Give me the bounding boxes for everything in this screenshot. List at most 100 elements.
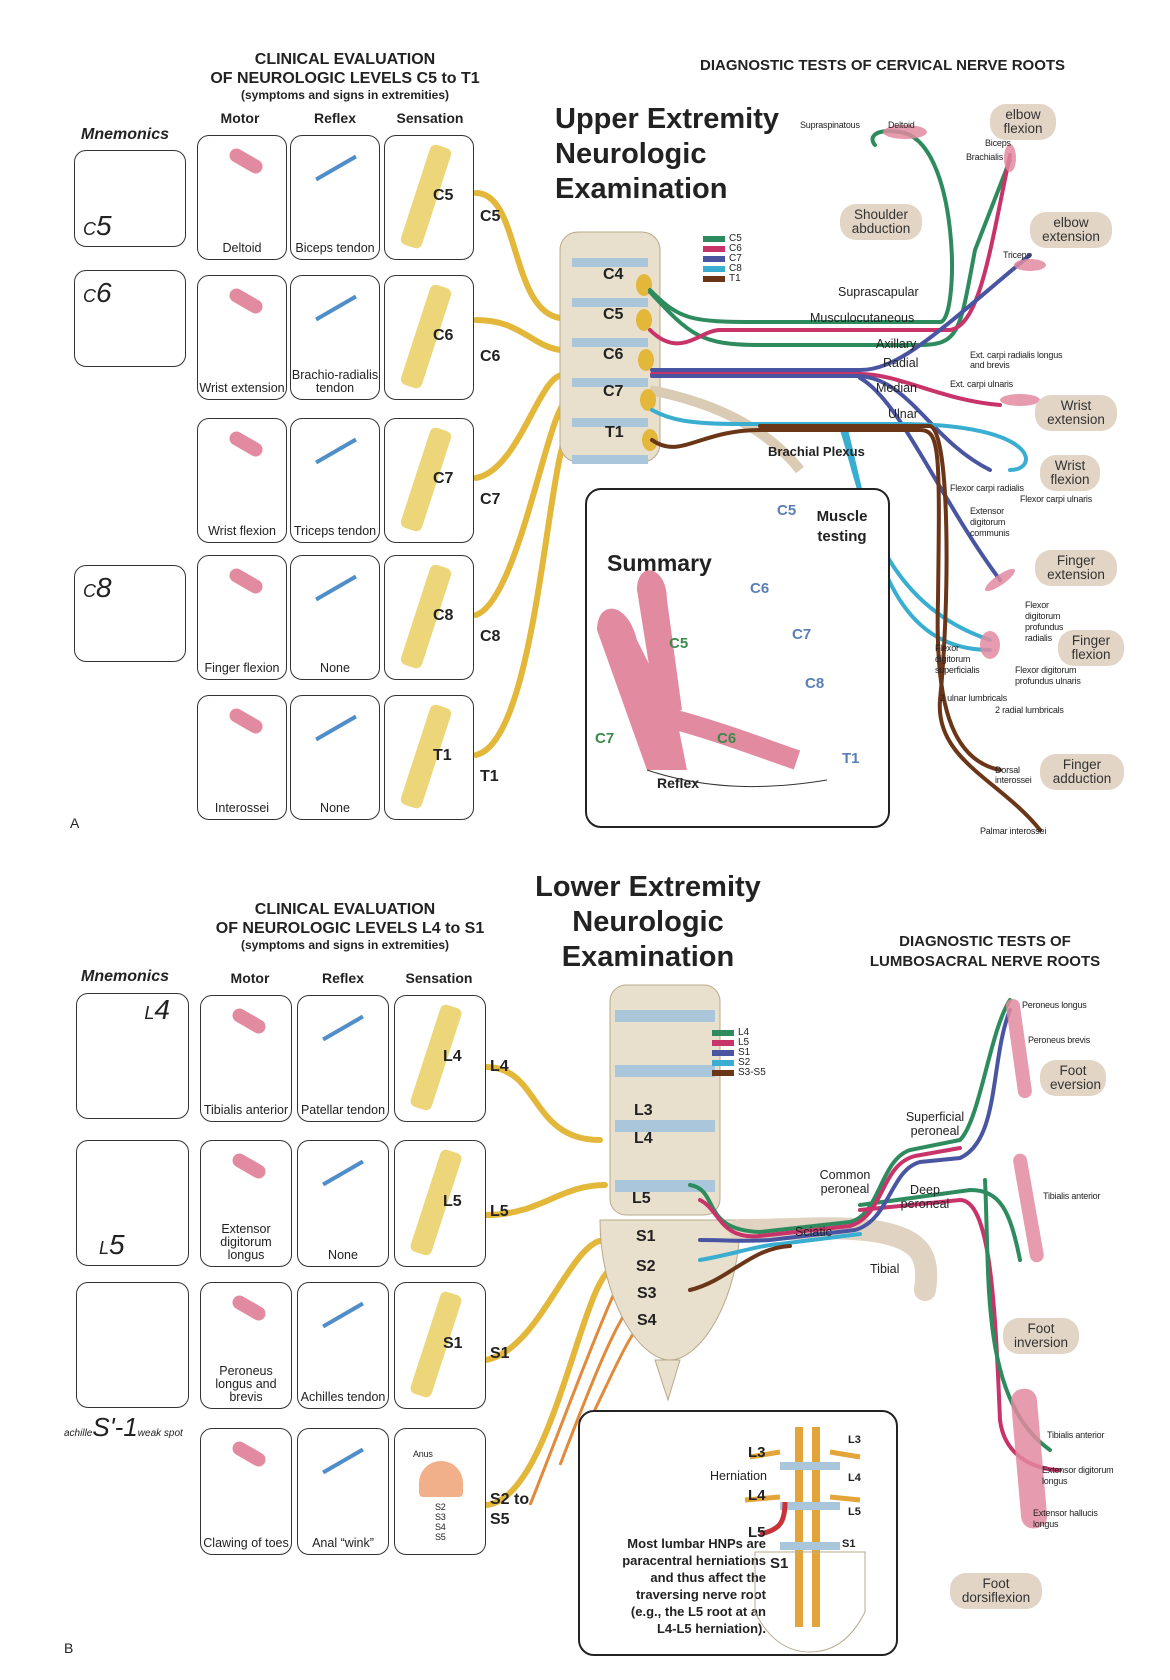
nerve-sciatic: Sciatic <box>795 1225 832 1239</box>
test-pill: Finger flexion <box>1058 630 1124 666</box>
upper-diagnostic-title: DIAGNOSTIC TESTS OF CERVICAL NERVE ROOTS <box>700 57 1066 74</box>
legend-item: S3-S5 <box>712 1068 766 1078</box>
hern-right-label: L4 <box>848 1472 861 1484</box>
muscle-label: Palmar interossei <box>980 826 1047 836</box>
muscle-shape <box>229 1292 269 1324</box>
reflex-caption: Triceps tendon <box>293 524 377 538</box>
herniation-spine-illustration <box>744 1427 866 1653</box>
reflex-hammer-icon <box>322 1159 364 1187</box>
vertebra-l3: L3 <box>634 1102 653 1119</box>
test-pill: Foot eversion <box>1040 1060 1106 1096</box>
panel-a-label: A <box>70 815 80 831</box>
motor-caption: Wrist extension <box>199 381 285 395</box>
muscle-label: Flexor carpi radialis <box>950 483 1024 493</box>
lower-col-motor: Motor <box>230 970 270 986</box>
muscle-shape <box>229 1005 269 1037</box>
reflex-caption: None <box>320 801 350 815</box>
sensation-card: L4 <box>394 995 486 1122</box>
reflex-hammer-icon <box>322 1014 364 1042</box>
reflex-caption: Brachio-radialis tendon <box>291 368 379 395</box>
muscle-label: Dorsal interossei <box>995 765 1032 785</box>
vertebra-l4: L4 <box>634 1130 653 1147</box>
muscle-label: Extensor hallucis longus <box>1033 1508 1098 1529</box>
sensation-level-label: L5 <box>443 1192 462 1210</box>
sensation-card: L5 <box>394 1140 486 1267</box>
reflex-caption: Patellar tendon <box>300 1103 386 1117</box>
upper-col-motor: Motor <box>220 110 260 126</box>
muscle-label: Peroneus longus <box>1022 1000 1087 1010</box>
sensation-card: C6 <box>384 275 474 400</box>
legend-item: T1 <box>703 274 742 284</box>
motor-caption: Wrist flexion <box>208 524 276 538</box>
upper-main-title-3: Examination <box>555 173 728 205</box>
legend-swatch <box>712 1070 734 1076</box>
muscle-shape <box>226 705 266 737</box>
upper-col-reflex: Reflex <box>313 110 357 126</box>
vertebra-t1: T1 <box>605 424 624 441</box>
muscle-shape <box>226 285 266 317</box>
nerve-musculocutaneous: Musculocutaneous <box>810 311 915 325</box>
mnemonic-card-s1 <box>76 1282 189 1408</box>
legend-swatch <box>703 266 725 272</box>
muscle-label: Flexor digitorum profundus ulnaris <box>1015 665 1081 686</box>
upper-col-mnemonics: Mnemonics <box>80 126 169 143</box>
legend-label: C7 <box>729 253 742 264</box>
legend-item: C5 <box>703 234 742 244</box>
herniation-text-line: L4-L5 herniation). <box>656 1621 766 1636</box>
summary-title: Summary <box>607 550 712 576</box>
muscle-label: Deltoid <box>888 120 915 130</box>
sacral-point-label: S5 <box>435 1532 446 1542</box>
legend-item: L5 <box>712 1038 766 1048</box>
vertebra-l5: L5 <box>632 1190 651 1207</box>
legend-label: C8 <box>729 263 742 274</box>
lower-col-reflex: Reflex <box>321 970 365 986</box>
upper-main-title-1: Upper Extremity <box>555 103 780 135</box>
herniation-text-line: and thus affect the <box>650 1570 766 1585</box>
root-level-label: C8 <box>480 628 501 645</box>
legend-label: C5 <box>729 233 742 244</box>
legend-swatch <box>703 256 725 262</box>
summary-reflex-level: C5 <box>669 635 689 652</box>
test-pill: Shoulder abduction <box>840 204 922 240</box>
muscle-shape <box>226 145 266 177</box>
reflex-card: None <box>290 555 380 680</box>
mnemonic-card-l4: L4 <box>76 993 189 1119</box>
root-level-label: L5 <box>490 1203 509 1220</box>
muscle-shape <box>229 1150 269 1182</box>
reflex-hammer-icon <box>322 1447 364 1475</box>
legend-label: S3-S5 <box>738 1067 766 1078</box>
cervical-spine <box>559 231 804 474</box>
hern-left-label: S1 <box>770 1555 789 1572</box>
mnemonic-card-c6: C6 <box>74 270 186 367</box>
summary-reflex-level: C7 <box>595 730 615 747</box>
hern-right-label: L5 <box>848 1506 861 1518</box>
nerve-deep-peroneal: Deep peroneal <box>900 1183 950 1211</box>
upper-root-cords <box>473 190 575 758</box>
upper-clinical-subtitle: (symptoms and signs in extremities) <box>240 88 450 102</box>
root-level-label: C5 <box>480 208 501 225</box>
muscle-shape <box>226 565 266 597</box>
legend-label: L5 <box>738 1037 750 1048</box>
summary-muscle-testing: Muscle testing <box>816 508 868 545</box>
s1-mnemonic-text: achilleS'-1weak spot <box>64 1412 183 1442</box>
nerve-suprascapular: Suprascapular <box>838 285 919 299</box>
nerve-radial: Radial <box>883 356 919 370</box>
vertebra-c4: C4 <box>603 266 624 283</box>
motor-caption: Clawing of toes <box>203 1536 289 1550</box>
motor-caption: Tibialis anterior <box>203 1103 289 1117</box>
summary-muscle-level: C6 <box>750 580 770 597</box>
dermatome-fill <box>419 1461 463 1497</box>
test-pill: Wrist extension <box>1035 395 1117 431</box>
reflex-hammer-icon <box>322 1301 364 1329</box>
nerve-tibial: Tibial <box>870 1262 900 1276</box>
legend-swatch <box>703 236 725 242</box>
sacral-point-label: S4 <box>435 1522 446 1532</box>
legend-item: S2 <box>712 1058 766 1068</box>
reflex-caption: Biceps tendon <box>295 241 375 255</box>
herniation-label: Herniation <box>710 1469 767 1483</box>
muscle-label: Flexor digitorum profundus radialis <box>1025 600 1064 643</box>
